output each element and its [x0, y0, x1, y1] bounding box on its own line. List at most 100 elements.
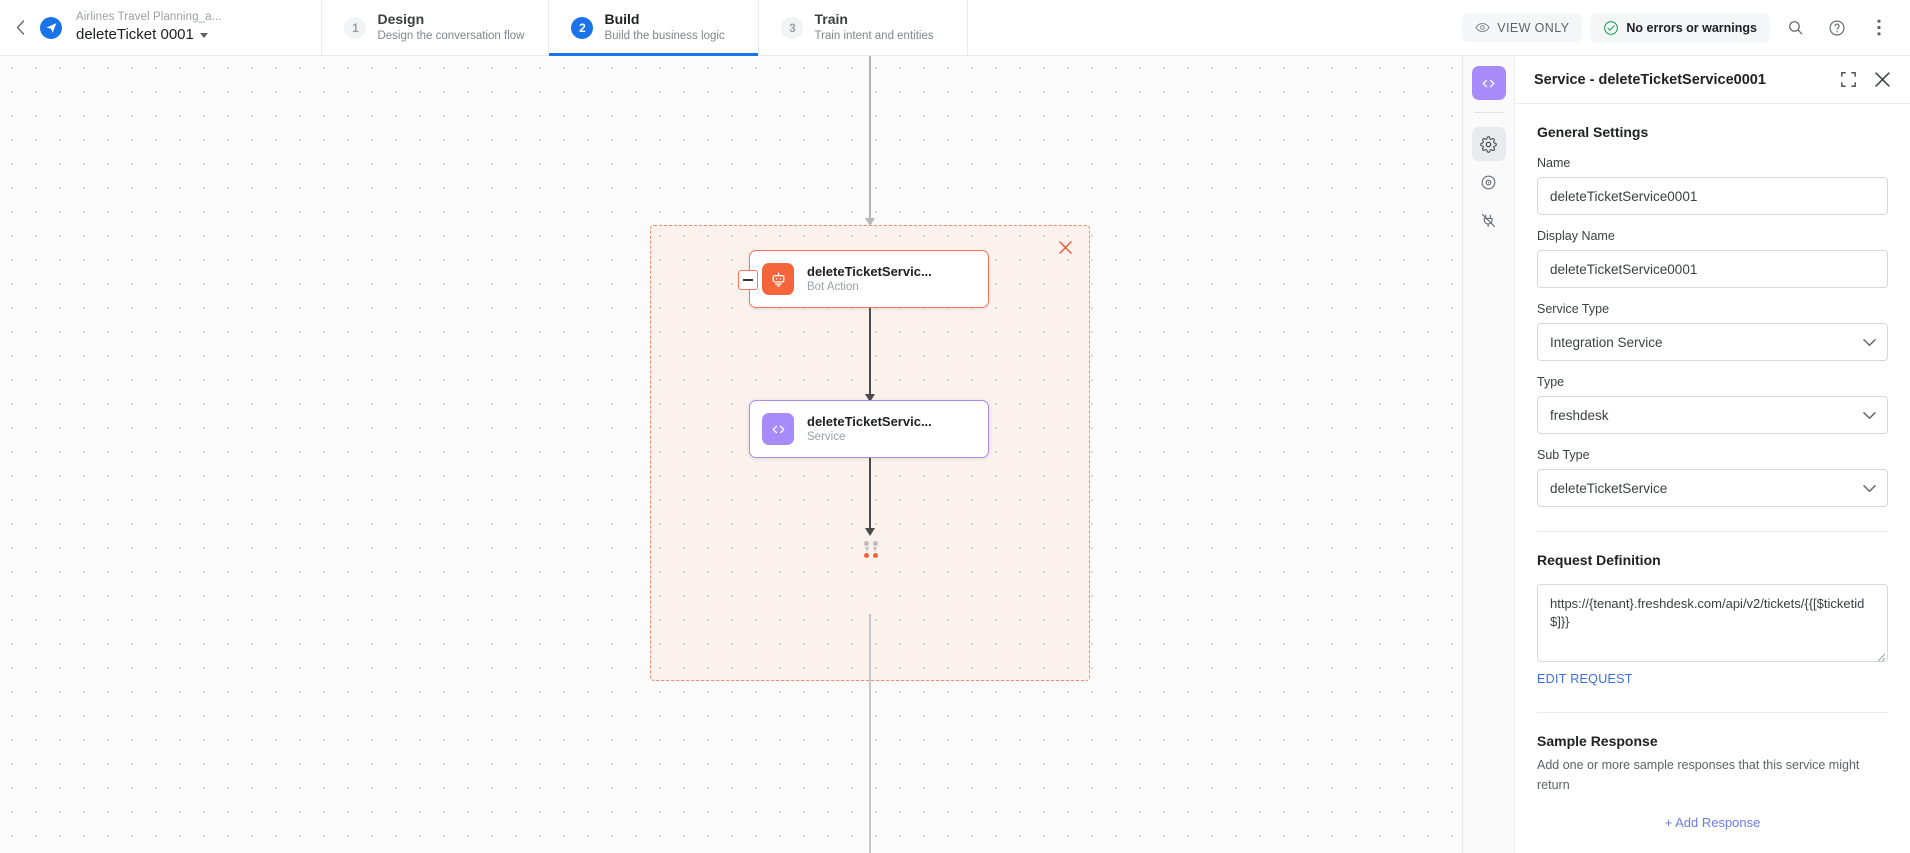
target-icon — [1480, 174, 1497, 191]
field-sub-type: Sub Type deleteTicketService — [1537, 448, 1888, 507]
add-response-link[interactable]: + Add Response — [1537, 815, 1888, 830]
code-icon — [1480, 75, 1497, 92]
minus-icon — [743, 279, 753, 281]
breadcrumb: Airlines Travel Planning_a... — [76, 10, 221, 25]
panel-content[interactable]: General Settings Name Display Name Servi… — [1515, 104, 1910, 853]
type-value: freshdesk — [1550, 408, 1609, 423]
tab-build[interactable]: 2 Build Build the business logic — [548, 0, 758, 55]
panel-collapse-button[interactable] — [1834, 66, 1862, 94]
rail-item-code[interactable] — [1472, 66, 1506, 100]
sample-response-help: Add one or more sample responses that th… — [1537, 755, 1888, 795]
rail-item-settings[interactable] — [1472, 127, 1506, 161]
status-badge[interactable]: No errors or warnings — [1590, 13, 1770, 43]
page-title[interactable]: deleteTicket 0001 — [76, 25, 221, 45]
tab-train[interactable]: 3 Train Train intent and entities — [758, 0, 968, 55]
search-icon — [1787, 19, 1804, 36]
flow-canvas[interactable]: deleteTicketServic... Bot Action deleteT… — [0, 56, 1462, 853]
chevron-down-icon — [1863, 481, 1876, 496]
step-title: Build — [604, 11, 724, 28]
sub-type-label: Sub Type — [1537, 448, 1888, 462]
more-options-button[interactable] — [1862, 11, 1896, 45]
type-select[interactable]: freshdesk — [1537, 396, 1888, 434]
send-plane-logo — [45, 21, 58, 34]
flow-node-bot-action[interactable]: deleteTicketServic... Bot Action — [749, 250, 989, 308]
rail-divider — [1474, 112, 1504, 113]
step-desc: Train intent and entities — [814, 28, 933, 44]
request-definition-heading: Request Definition — [1537, 552, 1888, 568]
node-title: deleteTicketServic... — [807, 413, 932, 430]
close-icon — [1875, 72, 1890, 87]
panel-body: Service - deleteTicketService0001 — [1515, 56, 1910, 853]
panel-icon-rail — [1463, 56, 1515, 853]
section-divider — [1537, 531, 1888, 532]
service-type-select[interactable]: Integration Service — [1537, 323, 1888, 361]
rail-item-target[interactable] — [1472, 165, 1506, 199]
header-titles: Airlines Travel Planning_a... deleteTick… — [76, 0, 221, 55]
view-only-label: VIEW ONLY — [1497, 21, 1569, 35]
display-name-label: Display Name — [1537, 229, 1888, 243]
flow-edge-incoming — [869, 56, 871, 224]
back-button[interactable] — [0, 0, 40, 55]
panel-header: Service - deleteTicketService0001 — [1515, 56, 1910, 104]
panel-title: Service - deleteTicketService0001 — [1534, 72, 1766, 88]
field-type: Type freshdesk — [1537, 375, 1888, 434]
step-number: 1 — [344, 17, 366, 39]
chevron-down-icon — [1863, 408, 1876, 423]
panel-close-button[interactable] — [1868, 66, 1896, 94]
page-title-text: deleteTicket 0001 — [76, 25, 194, 45]
sub-type-value: deleteTicketService — [1550, 481, 1667, 496]
edit-request-link[interactable]: EDIT REQUEST — [1537, 672, 1633, 686]
flow-node-service[interactable]: deleteTicketServic... Service — [749, 400, 989, 458]
service-type-label: Service Type — [1537, 302, 1888, 316]
app-header: Airlines Travel Planning_a... deleteTick… — [0, 0, 1910, 56]
service-type-value: Integration Service — [1550, 335, 1663, 350]
app-logo — [40, 17, 62, 39]
more-vertical-icon — [1877, 19, 1881, 36]
rail-item-connection[interactable] — [1472, 203, 1506, 237]
search-button[interactable] — [1778, 11, 1812, 45]
node-subtitle: Bot Action — [807, 280, 932, 295]
general-settings-heading: General Settings — [1537, 124, 1888, 140]
group-close-button[interactable] — [1055, 237, 1075, 257]
name-input[interactable] — [1537, 177, 1888, 215]
field-service-type: Service Type Integration Service — [1537, 302, 1888, 361]
workflow-steps: 1 Design Design the conversation flow 2 … — [321, 0, 968, 55]
service-properties-panel: Service - deleteTicketService0001 — [1462, 56, 1910, 853]
section-divider — [1537, 712, 1888, 713]
name-label: Name — [1537, 156, 1888, 170]
step-desc: Design the conversation flow — [377, 28, 524, 44]
chevron-down-icon — [1863, 335, 1876, 350]
view-only-badge[interactable]: VIEW ONLY — [1462, 13, 1582, 42]
flow-edge-outgoing — [869, 614, 871, 853]
node-subtitle: Service — [807, 430, 932, 445]
eye-icon — [1475, 20, 1490, 35]
field-name: Name — [1537, 156, 1888, 215]
step-title: Design — [377, 11, 524, 28]
type-label: Type — [1537, 375, 1888, 389]
help-circle-icon — [1828, 19, 1846, 37]
flow-edge-service-to-end — [869, 458, 871, 534]
chevron-left-icon — [16, 20, 25, 35]
flow-end-marker — [862, 541, 880, 558]
node-title: deleteTicketServic... — [807, 263, 932, 280]
check-circle-icon — [1603, 20, 1619, 36]
step-number: 2 — [571, 17, 593, 39]
chevron-down-icon — [200, 33, 208, 38]
gear-icon — [1480, 136, 1497, 153]
display-name-input[interactable] — [1537, 250, 1888, 288]
collapse-icon — [1841, 72, 1856, 87]
status-label: No errors or warnings — [1626, 21, 1757, 35]
step-desc: Build the business logic — [604, 28, 724, 44]
tab-design[interactable]: 1 Design Design the conversation flow — [321, 0, 548, 55]
request-url-textarea[interactable]: https://{tenant}.freshdesk.com/api/v2/ti… — [1537, 584, 1888, 662]
sub-type-select[interactable]: deleteTicketService — [1537, 469, 1888, 507]
step-title: Train — [814, 11, 933, 28]
collapse-button[interactable] — [738, 270, 758, 290]
sample-response-heading: Sample Response — [1537, 733, 1888, 749]
help-button[interactable] — [1820, 11, 1854, 45]
step-number: 3 — [781, 17, 803, 39]
code-icon — [762, 413, 794, 445]
plug-off-icon — [1480, 212, 1497, 229]
field-display-name: Display Name — [1537, 229, 1888, 288]
